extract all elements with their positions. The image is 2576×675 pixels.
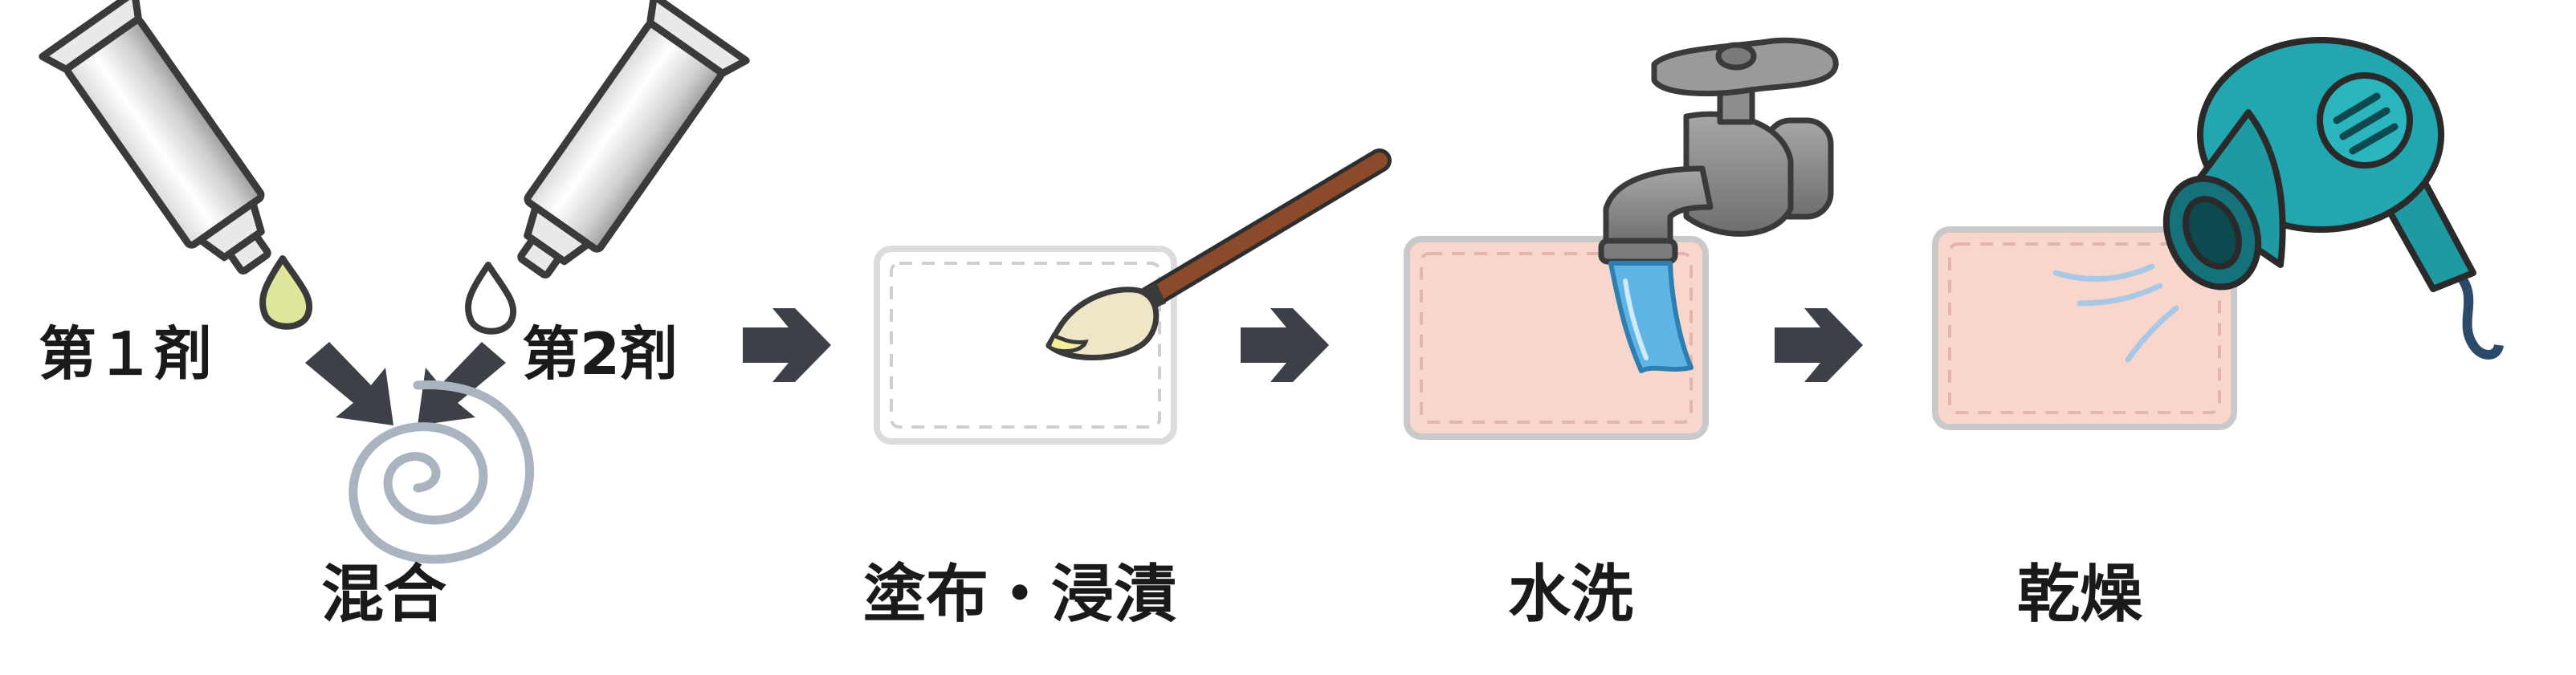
drop-icon bbox=[465, 262, 517, 335]
agent1-label: 第１剤 bbox=[39, 320, 213, 388]
step-wash-label: 水洗 bbox=[1508, 559, 1634, 631]
arrow-icon bbox=[418, 342, 506, 425]
cloth-icon bbox=[1932, 226, 2237, 430]
hair-dryer-icon bbox=[2162, 37, 2504, 360]
swirl-icon bbox=[348, 380, 535, 564]
air-flow-icon bbox=[2052, 263, 2179, 363]
drop-icon bbox=[259, 255, 313, 330]
faucet-icon bbox=[1598, 37, 1839, 265]
agent2-label: 第2剤 bbox=[522, 320, 679, 388]
step-dry-label: 乾燥 bbox=[2017, 559, 2143, 631]
water-highlight bbox=[1623, 279, 1649, 360]
arrow-icon bbox=[743, 308, 831, 382]
tube-icon bbox=[517, 0, 750, 279]
tube-icon bbox=[39, 0, 271, 275]
water-stream-icon bbox=[1608, 261, 1694, 373]
step-apply-label: 塗布・浸漬 bbox=[863, 559, 1177, 631]
arrow-icon bbox=[305, 342, 393, 425]
arrow-icon bbox=[1775, 308, 1863, 382]
arrow-icon bbox=[1241, 308, 1329, 382]
brush-icon bbox=[1045, 148, 1392, 360]
step-mix-label: 混合 bbox=[321, 559, 447, 631]
